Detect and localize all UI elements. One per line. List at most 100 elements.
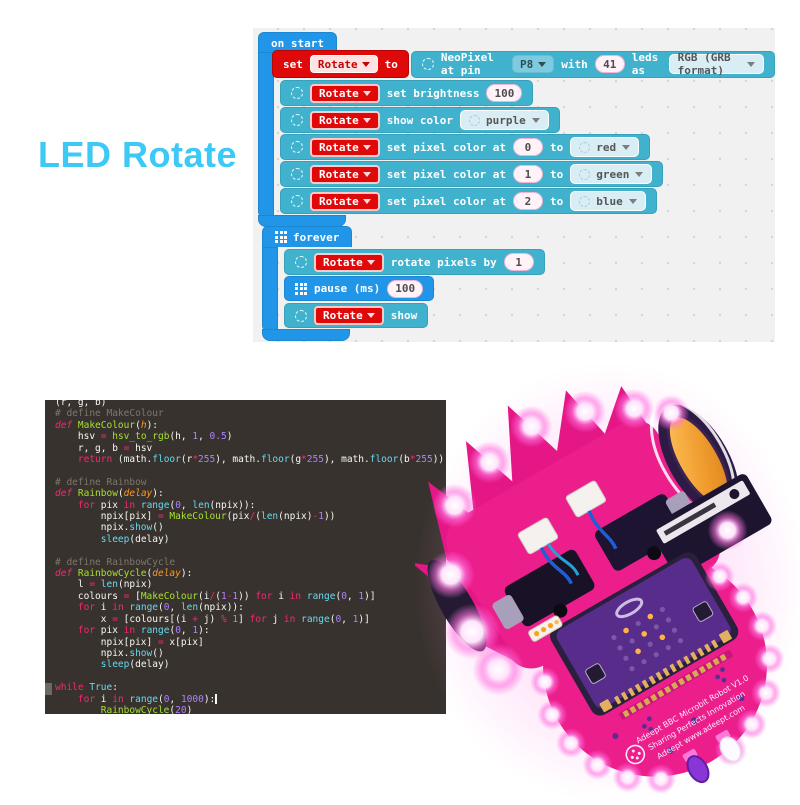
set-pixel-color-block[interactable]: Rotate set pixel color at 1 to green xyxy=(280,161,664,187)
code-line: sleep(delay) xyxy=(100,659,170,671)
code-line xyxy=(55,465,446,476)
set-pixel-color-block[interactable]: Rotate set pixel color at 0 to red xyxy=(280,134,651,160)
to-label: to xyxy=(549,167,564,181)
show-color-label: show color xyxy=(386,113,453,127)
chevron-down-icon xyxy=(362,117,371,123)
led-count-field[interactable]: 41 xyxy=(594,55,625,73)
rotate-pixels-label: rotate pixels by xyxy=(390,255,497,269)
color-value: purple xyxy=(485,113,526,127)
show-color-block[interactable]: Rotate show color purple xyxy=(280,107,560,133)
neopixel-strip-icon xyxy=(291,141,303,153)
variable-name: Rotate xyxy=(319,194,359,208)
neopixel-strip-icon xyxy=(291,114,303,126)
chevron-down-icon xyxy=(635,171,644,177)
variable-name: Rotate xyxy=(319,113,359,127)
brightness-value-field[interactable]: 100 xyxy=(486,84,523,102)
code-line: r, g, b = hsv xyxy=(55,442,153,454)
rotate-amount-field[interactable]: 1 xyxy=(503,253,534,271)
variable-name: Rotate xyxy=(319,140,359,154)
code-line: x = [colours[(i + j) % 1] for j in range… xyxy=(55,613,370,625)
to-label: to xyxy=(549,140,564,154)
variable-dropdown[interactable]: Rotate xyxy=(314,306,384,325)
set-pixel-color-block[interactable]: Rotate set pixel color at 2 to blue xyxy=(280,188,657,214)
neopixel-create-block[interactable]: NeoPixel at pin P8 with 41 leds as RGB (… xyxy=(410,50,775,78)
chevron-down-icon xyxy=(366,313,375,318)
pixel-index-field[interactable]: 2 xyxy=(512,192,543,210)
pin-dropdown[interactable]: P8 xyxy=(511,55,555,73)
code-line: for pix in range(0, 1): xyxy=(55,625,210,637)
variable-name: Rotate xyxy=(323,309,363,322)
color-dropdown[interactable]: green xyxy=(570,164,653,184)
pause-block[interactable]: pause (ms) 100 xyxy=(284,276,435,301)
code-line: return (math.floor(r*255), math.floor(g*… xyxy=(55,454,445,466)
color-value: green xyxy=(596,167,630,181)
forever-bottom xyxy=(262,329,350,341)
chevron-down-icon xyxy=(362,198,371,204)
makecode-block-canvas[interactable]: on start set Rotate to NeoPixel at pin P… xyxy=(253,28,775,342)
pixel-index-field[interactable]: 1 xyxy=(512,165,543,183)
neopixel-label-2: with xyxy=(561,57,588,71)
color-dropdown[interactable]: purple xyxy=(459,110,549,130)
microbit-logo-icon xyxy=(275,231,287,243)
variable-dropdown[interactable]: Rotate xyxy=(314,252,384,272)
code-line: npix[pix] = MakeColour(pix/(len(npix)-1)… xyxy=(55,511,336,523)
code-line: colours = [MakeColour(i/(1-1)) for i in … xyxy=(55,590,376,602)
format-value: RGB (GRB format) xyxy=(677,51,731,77)
color-dropdown[interactable]: blue xyxy=(570,191,646,211)
code-line xyxy=(55,545,446,556)
chevron-down-icon xyxy=(362,144,371,150)
gutter-bookmark[interactable] xyxy=(45,683,52,695)
set-brightness-block[interactable]: Rotate set brightness 100 xyxy=(280,80,534,106)
microbit-logo-icon xyxy=(295,282,307,295)
variable-dropdown[interactable]: Rotate xyxy=(310,110,380,130)
code-line: # define RainbowCycle xyxy=(55,556,176,568)
neopixel-strip-icon xyxy=(295,309,307,322)
code-line: hsv = hsv_to_rgb(h, 1, 0.5) xyxy=(55,431,233,443)
code-line: npix.show() xyxy=(55,522,164,534)
variable-dropdown[interactable]: Rotate xyxy=(310,191,380,211)
code-line: for i in range(0, 1000): xyxy=(55,693,217,705)
color-dropdown[interactable]: red xyxy=(570,137,640,157)
chevron-down-icon xyxy=(538,61,547,67)
strip-show-block[interactable]: Rotate show xyxy=(284,303,429,328)
text-cursor xyxy=(215,694,217,705)
variable-dropdown[interactable]: Rotate xyxy=(310,137,380,157)
set-variable-block[interactable]: set Rotate to xyxy=(272,50,409,78)
pixel-index-field[interactable]: 0 xyxy=(512,138,543,156)
board-vias xyxy=(612,621,745,754)
neopixel-label-3: leds as xyxy=(631,51,659,77)
pixel-label: set pixel color at xyxy=(386,167,506,181)
code-line xyxy=(55,671,446,682)
pin-value: P8 xyxy=(519,57,534,71)
lit-leds xyxy=(623,613,666,655)
forever-spine xyxy=(262,247,278,330)
on-start-block[interactable]: on start xyxy=(258,32,337,53)
robot-photo: Adeept BBC Microbit Robot V1.0 Sharing P… xyxy=(411,348,800,803)
chevron-down-icon xyxy=(531,117,540,123)
neopixel-strip-icon xyxy=(291,168,303,180)
variable-dropdown[interactable]: Rotate xyxy=(310,83,380,103)
forever-block[interactable]: forever xyxy=(262,226,353,247)
pause-value-field[interactable]: 100 xyxy=(387,279,424,298)
code-line: while True: xyxy=(55,682,118,694)
show-label: show xyxy=(390,309,418,322)
variable-name: Rotate xyxy=(319,167,359,181)
code-line: def Rainbow(delay): xyxy=(55,488,164,500)
edge-led-glows xyxy=(426,388,748,696)
variable-dropdown[interactable]: Rotate xyxy=(310,164,380,184)
variable-dropdown[interactable]: Rotate xyxy=(309,55,378,73)
code-line: def RainbowCycle(delay): xyxy=(55,568,193,580)
code-line: # define MakeColour xyxy=(55,408,164,420)
edge-connector xyxy=(599,630,732,713)
code-line: # define Rainbow xyxy=(55,476,147,488)
chevron-down-icon xyxy=(622,144,631,150)
to-label: to xyxy=(549,194,564,208)
robot-body-group: Adeept BBC Microbit Robot V1.0 Sharing P… xyxy=(411,386,785,794)
neopixel-strip-icon xyxy=(421,58,434,70)
format-dropdown[interactable]: RGB (GRB format) xyxy=(668,51,764,77)
rotate-pixels-block[interactable]: Rotate rotate pixels by 1 xyxy=(284,249,545,275)
variable-name: Rotate xyxy=(323,255,363,269)
to-label: to xyxy=(384,57,398,71)
code-line: for i in range(0, len(npix)): xyxy=(55,602,244,614)
